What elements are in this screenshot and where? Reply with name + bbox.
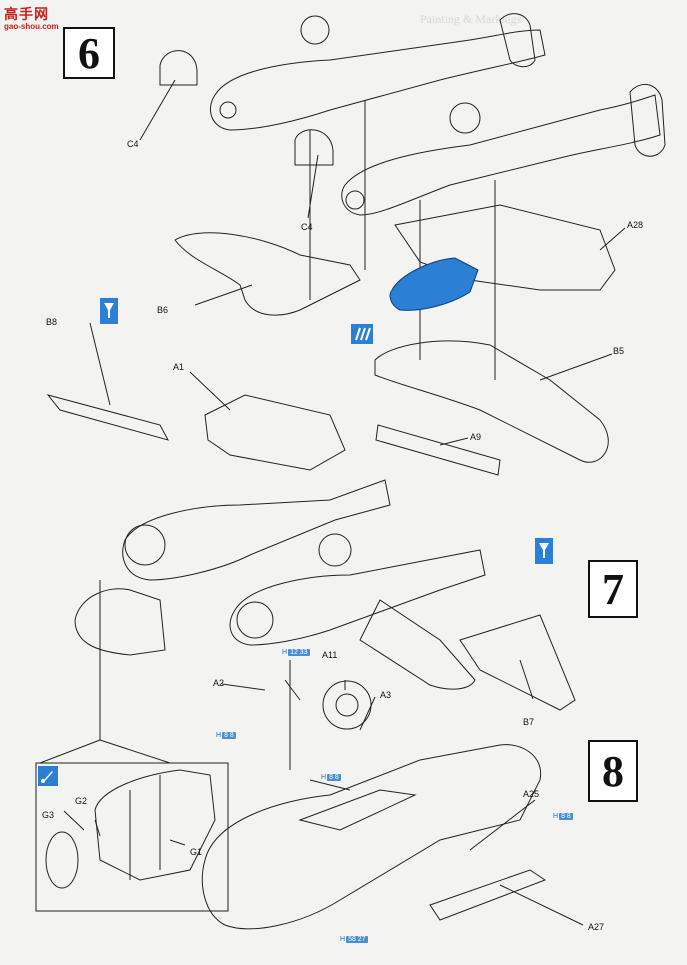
part-label-a27: A27 (588, 922, 605, 932)
paint-ref-key: H (321, 774, 327, 781)
paint-ref-number: 8 8 (559, 813, 573, 820)
paint-ref: H 8 8 (321, 774, 341, 781)
glue-icon (535, 538, 553, 564)
step-8-box: 8 (588, 740, 638, 802)
part-label-b6: B6 (157, 305, 169, 315)
part-label-a1: A1 (173, 362, 185, 372)
step-7-box: 7 (588, 560, 638, 618)
watermark-chinese: 高手网 (4, 7, 49, 23)
paint-icon (38, 766, 58, 786)
part-label-g1: G1 (190, 847, 203, 857)
step-6-box: 6 (63, 27, 115, 79)
glue-icon (100, 298, 118, 324)
paint-ref: H 8 8 (216, 732, 236, 739)
watermark-url: gao-shou.com (4, 22, 59, 31)
part-label-a11: A11 (322, 650, 338, 660)
part-label-a3: A3 (380, 690, 392, 700)
paint-ref-key: H (340, 936, 346, 943)
paint-ref-number: 58 27 (346, 936, 368, 943)
part-label-b7: B7 (523, 717, 535, 727)
part-label-c4-2: C4 (301, 222, 313, 232)
paint-ref-key: H (553, 813, 559, 820)
paint-ref: H 12 33 (282, 649, 310, 656)
site-watermark: 高手网 gao-shou.com (2, 4, 76, 36)
paint-ref-number: 12 33 (288, 649, 310, 656)
part-label-c4: C4 (127, 139, 139, 149)
part-label-g3: G3 (42, 810, 55, 820)
paint-ref: H 58 27 (340, 936, 368, 943)
paint-ref-number: 8 8 (222, 732, 236, 739)
bleed-through-header: Painting & Markings (420, 12, 522, 26)
paint-ref-number: 8 8 (327, 774, 341, 781)
part-label-g2: G2 (75, 796, 88, 806)
cement-icon (351, 324, 373, 344)
paint-ref-key: H (282, 649, 288, 656)
part-label-b5: B5 (613, 346, 625, 356)
part-label-a28: A28 (627, 220, 644, 230)
part-label-a2: A2 (213, 678, 225, 688)
highlighted-part (389, 257, 479, 311)
part-label-a9: A9 (470, 432, 482, 442)
paint-ref: H 8 8 (553, 813, 573, 820)
part-label-b8: B8 (46, 317, 58, 327)
paint-ref-key: H (216, 732, 222, 739)
part-label-a25: A25 (523, 789, 540, 799)
